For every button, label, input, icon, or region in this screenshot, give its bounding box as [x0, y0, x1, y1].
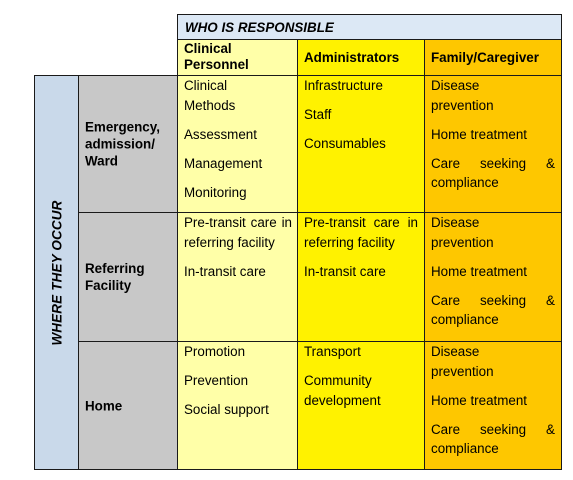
list-item: Disease prevention: [431, 78, 494, 113]
column-header-administrators-label: Administrators: [304, 50, 400, 65]
row-label-emergency: Emergency, admission/ Ward: [78, 75, 178, 213]
cell-emergency-clinical: Clinical Methods Assessment Management M…: [177, 75, 298, 213]
list-item: Pre-transit care in referring facility: [184, 215, 292, 250]
list-item: Infrastructure: [304, 78, 383, 93]
column-header-family: Family/Caregiver: [424, 39, 562, 76]
list-item: Promotion: [184, 344, 246, 359]
column-header-family-label: Family/Caregiver: [431, 50, 539, 65]
list-item: Transport: [304, 344, 361, 359]
cell-emergency-family: Disease prevention Home treatment Care s…: [424, 75, 562, 213]
cell-home-family: Disease prevention Home treatment Care s…: [424, 341, 562, 470]
list-item: Home treatment: [431, 392, 528, 408]
list-item: Care seeking & compliance: [431, 421, 555, 457]
cell-referring-administrators: Pre-transit care in referring facility I…: [297, 212, 425, 342]
row-label-emergency-text: Emergency, admission/ Ward: [85, 119, 160, 169]
list-item: Management: [184, 155, 263, 171]
list-item: Pre-transit care in referring facility: [304, 215, 418, 250]
list-item: Prevention: [184, 373, 249, 388]
list-item: Care seeking & compliance: [431, 155, 555, 191]
cell-emergency-administrators: Infrastructure Staff Consumables: [297, 75, 425, 213]
list-item: In-transit care: [184, 263, 266, 279]
who-is-responsible-header: WHO IS RESPONSIBLE: [177, 14, 562, 40]
where-they-occur-label: WHERE THEY OCCUR: [49, 199, 64, 346]
list-item: Disease prevention: [431, 215, 494, 250]
cell-home-administrators: Transport Community development: [297, 341, 425, 470]
row-label-referring: Referring Facility: [78, 212, 178, 342]
list-item: Staff: [304, 107, 332, 122]
list-item: Home treatment: [431, 263, 528, 279]
where-they-occur-header: WHERE THEY OCCUR: [34, 75, 79, 470]
list-item: Assessment: [184, 126, 257, 142]
list-item: Home treatment: [431, 126, 528, 142]
list-item: Consumables: [304, 136, 386, 151]
row-label-home: Home: [78, 341, 178, 470]
list-item: Social support: [184, 402, 269, 417]
list-item: Community development: [304, 373, 381, 408]
cell-referring-family: Disease prevention Home treatment Care s…: [424, 212, 562, 342]
list-item: Disease prevention: [431, 344, 494, 379]
column-header-clinical-label: Clinical Personnel: [184, 41, 249, 72]
cell-home-clinical: Promotion Prevention Social support: [177, 341, 298, 470]
column-header-clinical: Clinical Personnel: [177, 39, 298, 76]
list-item: In-transit care: [304, 263, 386, 279]
cell-referring-clinical: Pre-transit care in referring facility I…: [177, 212, 298, 342]
column-header-administrators: Administrators: [297, 39, 425, 76]
list-item: Monitoring: [184, 184, 247, 200]
list-item: Care seeking & compliance: [431, 292, 555, 328]
row-label-referring-text: Referring Facility: [85, 261, 145, 293]
who-is-responsible-label: WHO IS RESPONSIBLE: [185, 20, 334, 35]
row-label-home-text: Home: [85, 398, 123, 413]
list-item: Clinical Methods: [184, 78, 236, 113]
